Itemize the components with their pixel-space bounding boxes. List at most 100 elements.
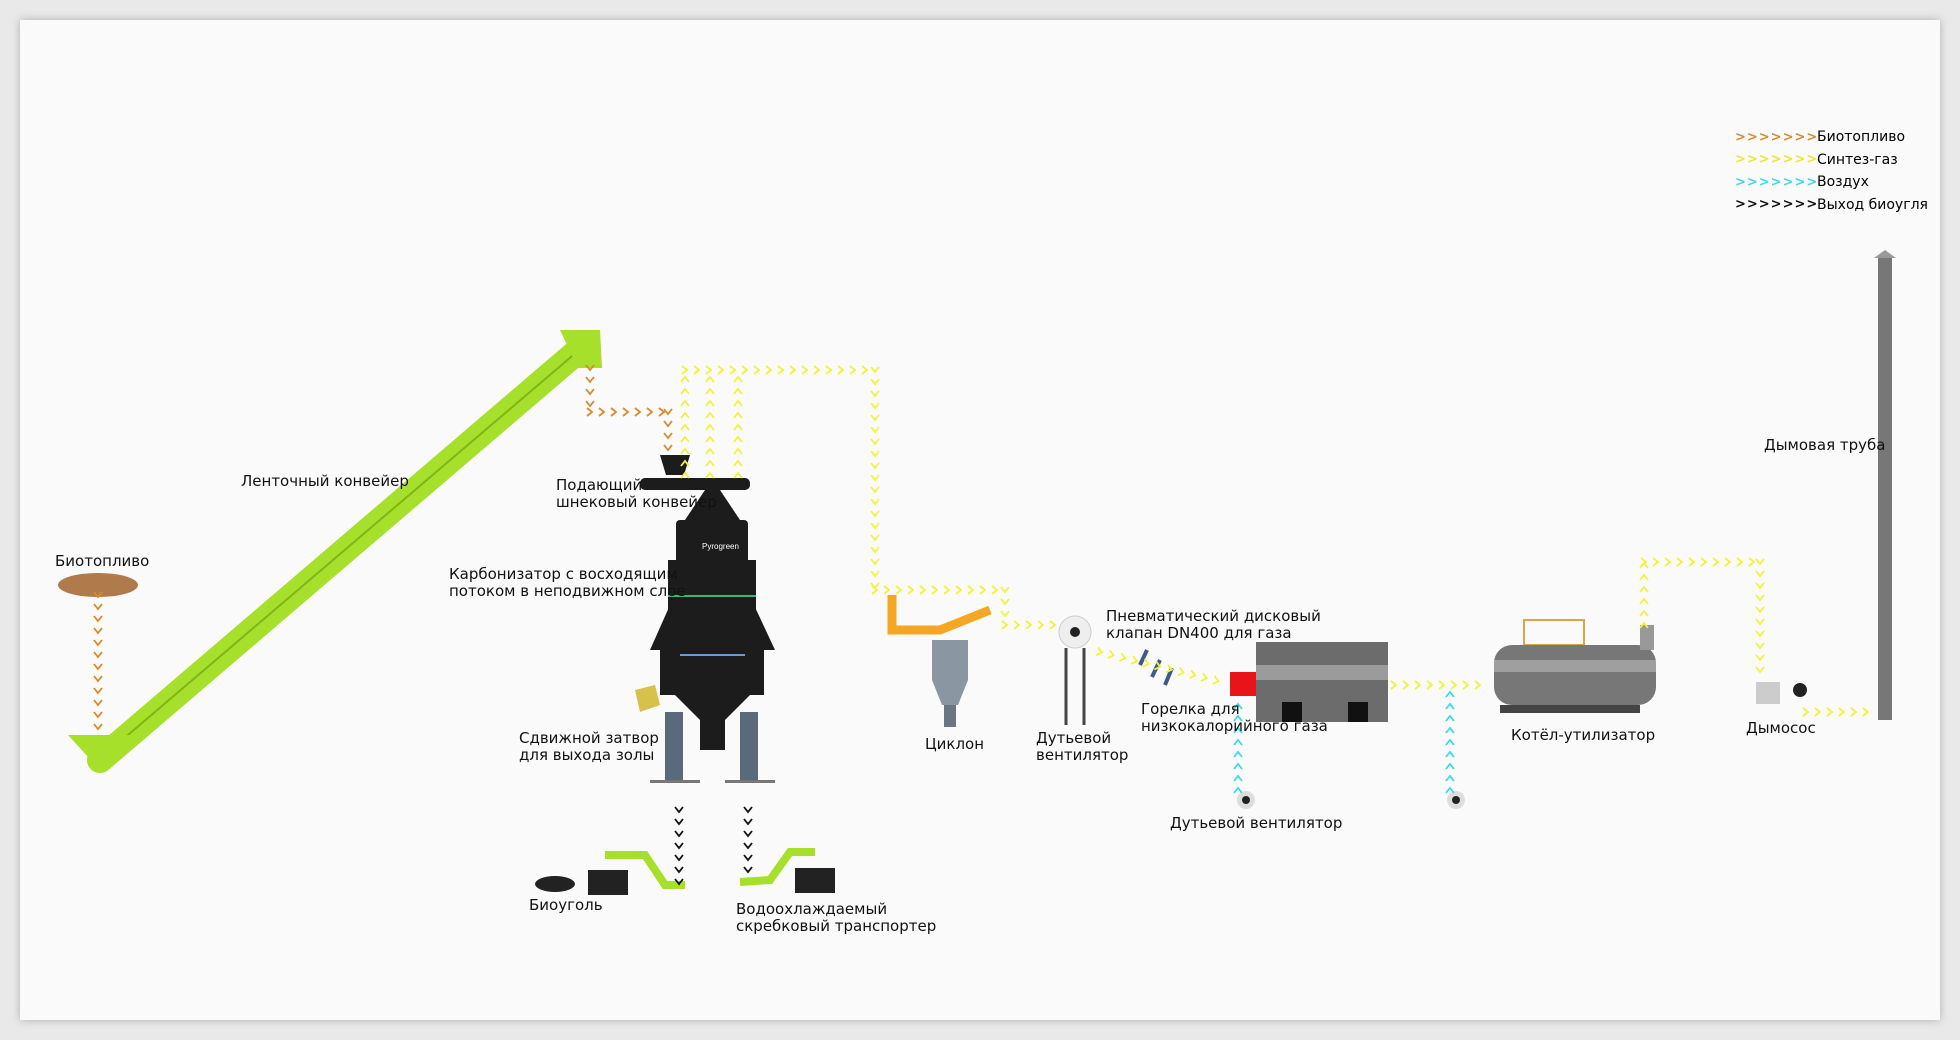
flow-chevron-syngas [705, 471, 715, 479]
flow-chevron-biochar [743, 806, 753, 814]
flow-chevron-syngas [1390, 680, 1398, 690]
flow-chevron-syngas [733, 399, 743, 407]
scraper-conveyors [535, 848, 835, 895]
flow-chevron-biochar [674, 830, 684, 838]
flow-chevron-syngas [1724, 557, 1732, 567]
flow-chevron-syngas [1462, 680, 1470, 690]
flow-chevron-air [1445, 726, 1455, 734]
flow-chevron-air [1445, 774, 1455, 782]
flow-chevron-syngas [870, 486, 880, 494]
cyclone [887, 595, 992, 727]
label-line: Карбонизатор с восходящим [449, 565, 678, 583]
flow-chevron-syngas [1755, 594, 1765, 602]
flow-chevron-syngas [1755, 558, 1765, 566]
legend-label: Выход биоугля [1817, 196, 1928, 213]
flow-chevron-syngas [1639, 573, 1649, 581]
flow-chevron-syngas [753, 365, 761, 375]
flow-chevron-syngas [1862, 707, 1870, 717]
flow-chevron-syngas [1755, 642, 1765, 650]
flow-chevron-syngas [1013, 620, 1021, 630]
flow-chevron-syngas [705, 399, 715, 407]
flow-chevron-syngas [705, 365, 713, 375]
flow-chevron-biochar [674, 878, 684, 886]
flow-chevron-biofuel [93, 711, 103, 719]
label-line: скребковый транспортер [736, 917, 937, 935]
flow-chevron-syngas [895, 585, 903, 595]
flow-chevron-syngas [680, 423, 690, 431]
flow-chevron-biochar [743, 830, 753, 838]
flow-chevron-biofuel [93, 615, 103, 623]
flow-chevron-syngas [705, 375, 715, 383]
flow-chevron-syngas [680, 459, 690, 467]
flow-chevron-syngas [991, 585, 999, 595]
flow-chevron-syngas [705, 411, 715, 419]
flow-chevron-air [1445, 714, 1455, 722]
label-line: для выхода золы [519, 746, 655, 764]
label-exhauster: Дымосос [1746, 719, 1816, 737]
flow-chevron-air [1445, 786, 1455, 794]
flow-chevron-syngas [837, 365, 845, 375]
flow-chevron-biofuel [93, 699, 103, 707]
flow-chevron-syngas [680, 471, 690, 479]
belt-conveyor [68, 330, 602, 773]
label-biochar: Биоуголь [529, 896, 603, 914]
flow-chevron-biochar [674, 818, 684, 826]
flow-chevron-syngas [693, 365, 701, 375]
label-line: Горелка для [1141, 700, 1240, 718]
chimney [1874, 250, 1896, 720]
waste-heat-boiler [1494, 619, 1656, 713]
label-line: клапан DN400 для газа [1106, 624, 1292, 642]
flow-chevron-syngas [870, 558, 880, 566]
flow-chevron-syngas [680, 435, 690, 443]
flow-chevron-syngas [1154, 661, 1162, 671]
flow-chevron-syngas [870, 546, 880, 554]
flow-chevron-biochar [743, 818, 753, 826]
legend-label: Биотопливо [1817, 129, 1906, 146]
flow-chevron-syngas [1474, 680, 1482, 690]
flow-chevron-syngas [1755, 606, 1765, 614]
flow-chevron-air [1233, 702, 1243, 710]
flow-chevron-syngas [883, 585, 891, 595]
flow-chevron-syngas [1755, 570, 1765, 578]
brand-logo: Pyrogreen [702, 542, 739, 551]
flow-chevron-air [1233, 714, 1243, 722]
flow-chevron-biochar [743, 854, 753, 862]
flow-chevron-syngas [870, 402, 880, 410]
burner [1230, 642, 1388, 722]
carbonizer [635, 455, 775, 783]
flow-chevron-air [1445, 738, 1455, 746]
flow-chevron-syngas [1639, 585, 1649, 593]
flow-chevron-biochar [674, 866, 684, 874]
flow-chevron-syngas [1814, 707, 1822, 717]
flow-chevron-biofuel [93, 723, 103, 731]
flow-chevron-syngas [1107, 649, 1115, 659]
flow-chevron-syngas [1000, 598, 1010, 606]
flow-chevron-syngas [789, 365, 797, 375]
flow-chevron-syngas [705, 423, 715, 431]
flow-chevron-syngas [1755, 582, 1765, 590]
flow-chevron-air [1233, 726, 1243, 734]
flow-chevron-syngas [1414, 680, 1422, 690]
flow-chevron-syngas [870, 474, 880, 482]
flow-chevron-air [1445, 762, 1455, 770]
legend-label: Синтез-газ [1817, 151, 1898, 168]
flow-chevron-air [1233, 738, 1243, 746]
chevron-icon: >>>>>>> [1735, 174, 1819, 190]
flow-chevron-syngas [907, 585, 915, 595]
flow-chevron-syngas [1639, 621, 1649, 629]
flow-chevron-syngas [870, 522, 880, 530]
flow-chevron-syngas [1130, 655, 1139, 665]
flow-chevron-syngas [705, 447, 715, 455]
flow-chevron-syngas [1826, 707, 1834, 717]
flow-chevron-syngas [870, 510, 880, 518]
flow-chevron-syngas [1688, 557, 1696, 567]
flow-chevron-syngas [870, 570, 880, 578]
flow-chevron-syngas [1177, 666, 1185, 677]
label-line: Сдвижной затвор [519, 729, 659, 747]
flow-chevron-syngas [680, 411, 690, 419]
